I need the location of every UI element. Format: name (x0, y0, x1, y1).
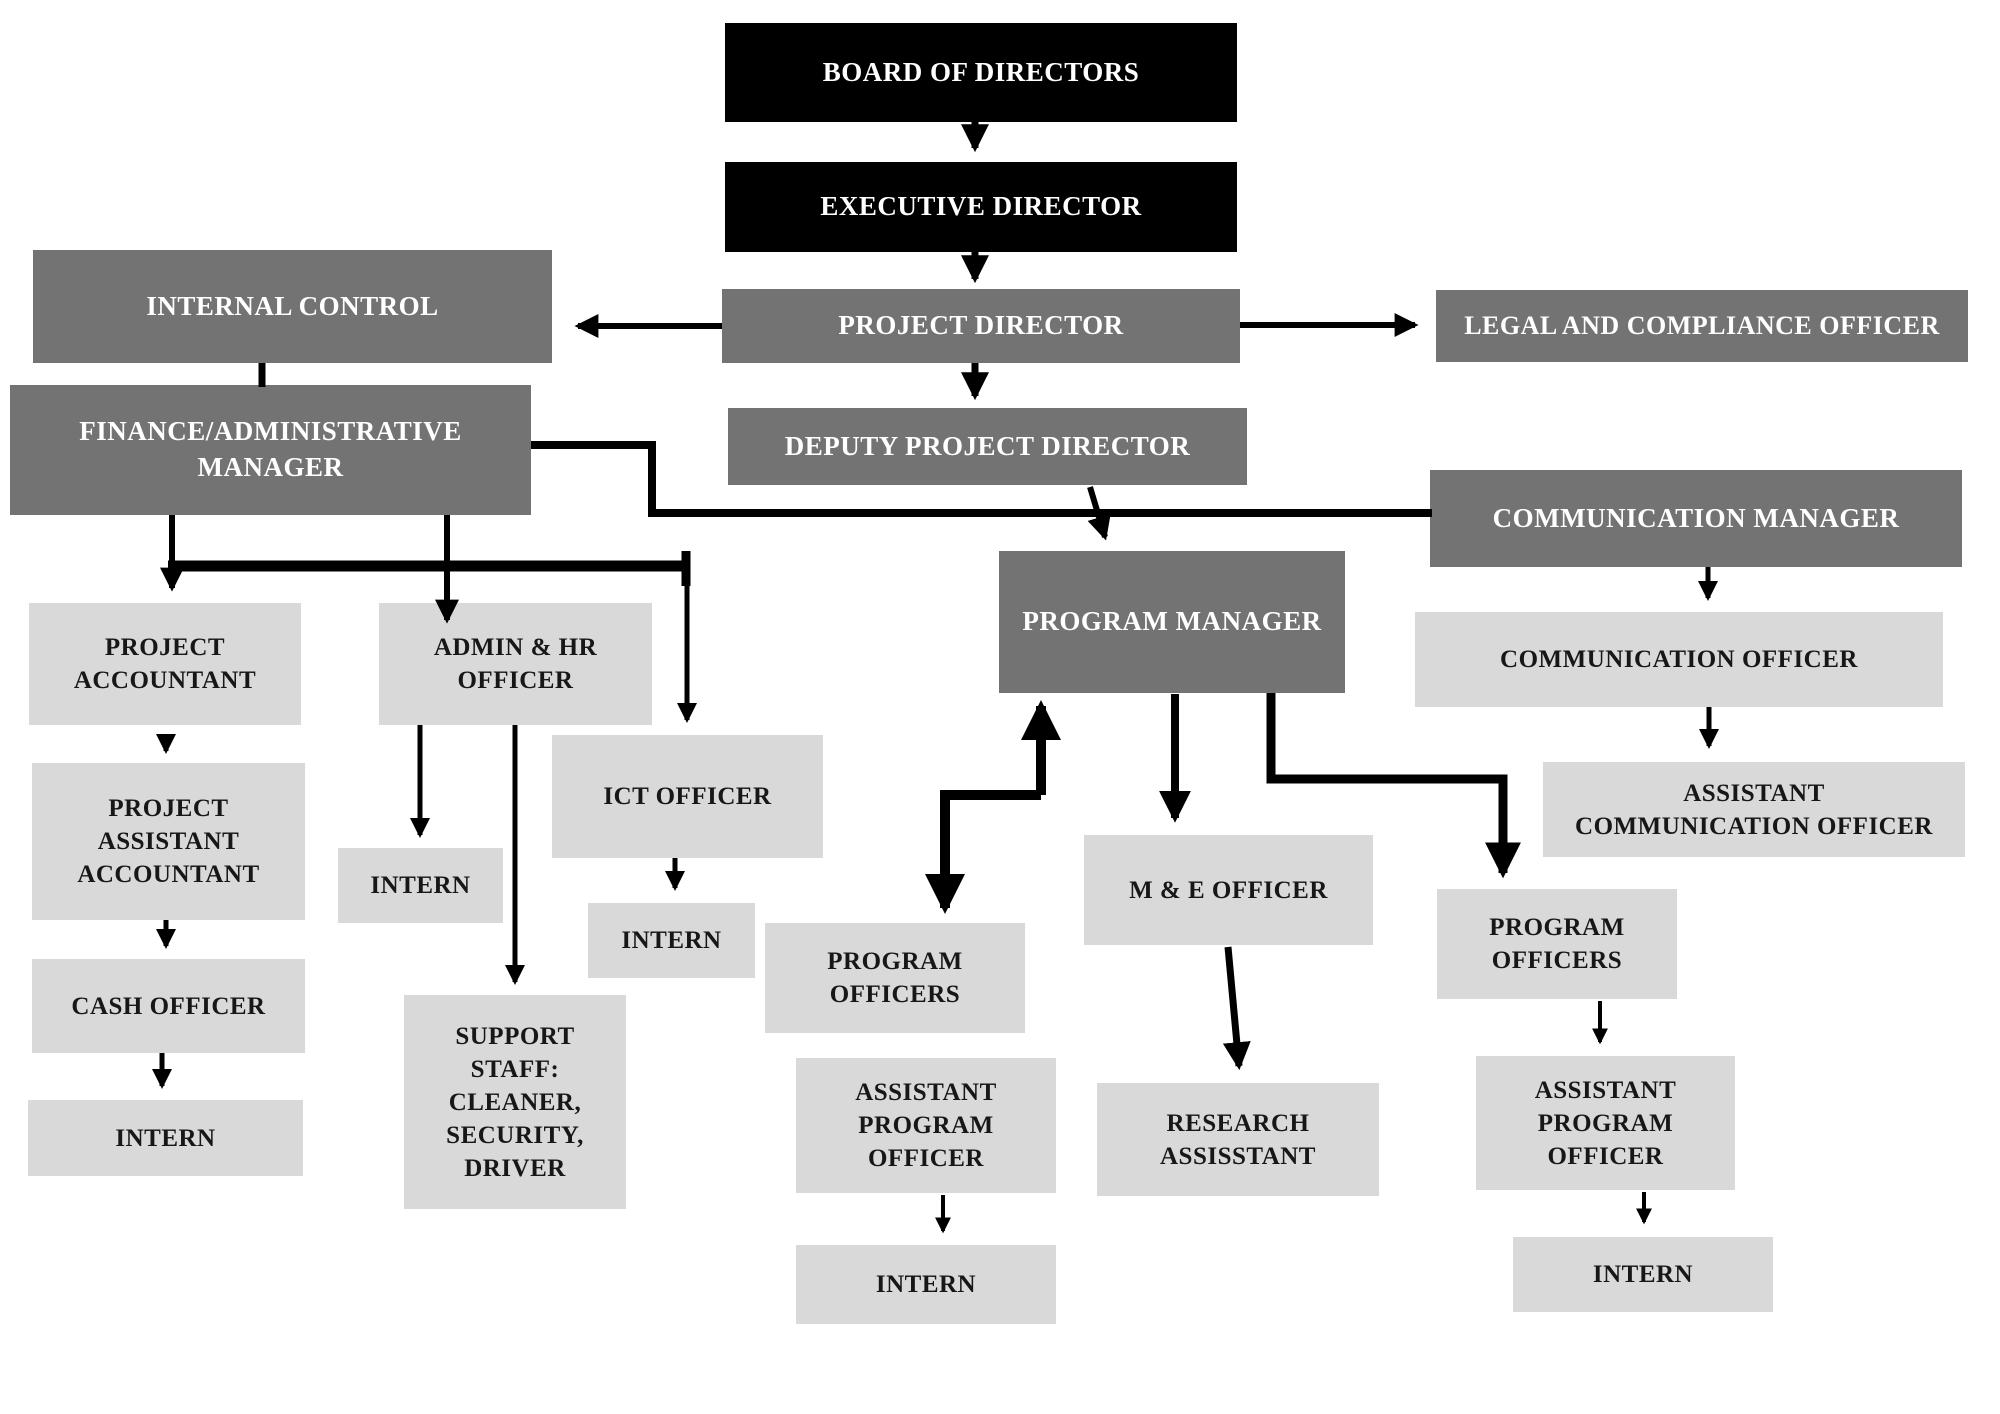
node-label: DEPUTY PROJECT DIRECTOR (784, 430, 1191, 461)
node-label: ASSISTANT COMMUNICATION OFFICER (1575, 779, 1933, 840)
node-admin-hr-officer: ADMIN & HR OFFICER (379, 603, 652, 725)
node-label: LEGAL AND COMPLIANCE OFFICER (1464, 310, 1940, 340)
node-label: RESEARCH ASSISSTANT (1159, 1109, 1316, 1170)
node-intern-cash: INTERN (28, 1100, 303, 1176)
node-label: BOARD OF DIRECTORS (822, 56, 1140, 87)
node-label: ICT OFFICER (603, 783, 772, 810)
node-program-officers-left: PROGRAM OFFICERS (765, 923, 1025, 1033)
node-label: INTERN (370, 872, 471, 899)
node-legal-and-compliance-officer: LEGAL AND COMPLIANCE OFFICER (1436, 290, 1968, 362)
node-board-of-directors: BOARD OF DIRECTORS (725, 23, 1237, 122)
node-label: INTERN (875, 1271, 977, 1298)
node-intern-admin-hr: INTERN (338, 848, 503, 923)
connector-program-manager-to-program-officers-right (1266, 693, 1521, 879)
node-label: PROGRAM OFFICERS (1489, 914, 1625, 974)
node-assistant-program-officer-right: ASSISTANT PROGRAM OFFICER (1476, 1056, 1735, 1190)
node-intern-ict: INTERN (588, 903, 755, 978)
node-support-staff: SUPPORT STAFF: CLEANER, SECURITY, DRIVER (404, 995, 626, 1209)
node-cash-officer: CASH OFFICER (32, 959, 305, 1053)
node-label: ASSISTANT PROGRAM OFFICER (1534, 1076, 1677, 1170)
node-assistant-program-officer-left: ASSISTANT PROGRAM OFFICER (796, 1058, 1056, 1193)
node-project-director: PROJECT DIRECTOR (722, 289, 1240, 363)
node-project-accountant: PROJECT ACCOUNTANT (29, 603, 301, 725)
node-label: INTERN (115, 1124, 216, 1152)
node-ict-officer: ICT OFFICER (552, 735, 823, 858)
node-label: PROJECT ASSISTANT ACCOUNTANT (77, 795, 260, 888)
connector-finance-to-communication-manager (531, 441, 1432, 517)
node-communication-officer: COMMUNICATION OFFICER (1415, 612, 1943, 707)
node-intern-assistant-program-left: INTERN (796, 1245, 1056, 1324)
node-label: M & E OFFICER (1129, 876, 1328, 904)
node-label: INTERN (621, 927, 722, 954)
node-label: CASH OFFICER (71, 992, 266, 1020)
node-finance-administrative-manager: FINANCE/ADMINISTRATIVE MANAGER (10, 385, 531, 515)
node-project-assistant-accountant: PROJECT ASSISTANT ACCOUNTANT (32, 763, 305, 920)
node-research-assistant: RESEARCH ASSISSTANT (1097, 1083, 1379, 1196)
node-program-officers-right: PROGRAM OFFICERS (1437, 889, 1677, 999)
node-label: PROGRAM MANAGER (1022, 606, 1322, 637)
node-label: ADMIN & HR OFFICER (433, 634, 598, 694)
node-deputy-project-director: DEPUTY PROJECT DIRECTOR (728, 408, 1247, 485)
node-me-officer: M & E OFFICER (1084, 835, 1373, 945)
node-label: SUPPORT STAFF: CLEANER, SECURITY, DRIVER (446, 1022, 584, 1182)
node-internal-control: INTERNAL CONTROL (33, 250, 552, 363)
node-communication-manager: COMMUNICATION MANAGER (1430, 470, 1962, 567)
node-label: EXECUTIVE DIRECTOR (820, 191, 1142, 222)
node-program-manager: PROGRAM MANAGER (999, 551, 1345, 693)
node-label: COMMUNICATION OFFICER (1500, 646, 1858, 673)
node-label: PROJECT DIRECTOR (838, 310, 1124, 341)
node-label: COMMUNICATION MANAGER (1492, 502, 1900, 533)
connector-me-officer-to-research-assistant (1222, 946, 1251, 1071)
connector-deputy-to-program-manager (1087, 486, 1111, 541)
node-label: PROJECT ACCOUNTANT (73, 634, 257, 694)
connector-elbow-down-to-program-officers-left (925, 790, 1041, 914)
node-executive-director: EXECUTIVE DIRECTOR (725, 162, 1237, 252)
node-label: INTERNAL CONTROL (146, 290, 439, 321)
node-label: FINANCE/ADMINISTRATIVE MANAGER (79, 416, 462, 482)
node-intern-assistant-program-right: INTERN (1513, 1237, 1773, 1312)
node-label: ASSISTANT PROGRAM OFFICER (855, 1079, 997, 1172)
node-label: PROGRAM OFFICERS (827, 948, 963, 1008)
node-label: INTERN (1592, 1261, 1694, 1288)
node-assistant-communication-officer: ASSISTANT COMMUNICATION OFFICER (1543, 762, 1965, 857)
